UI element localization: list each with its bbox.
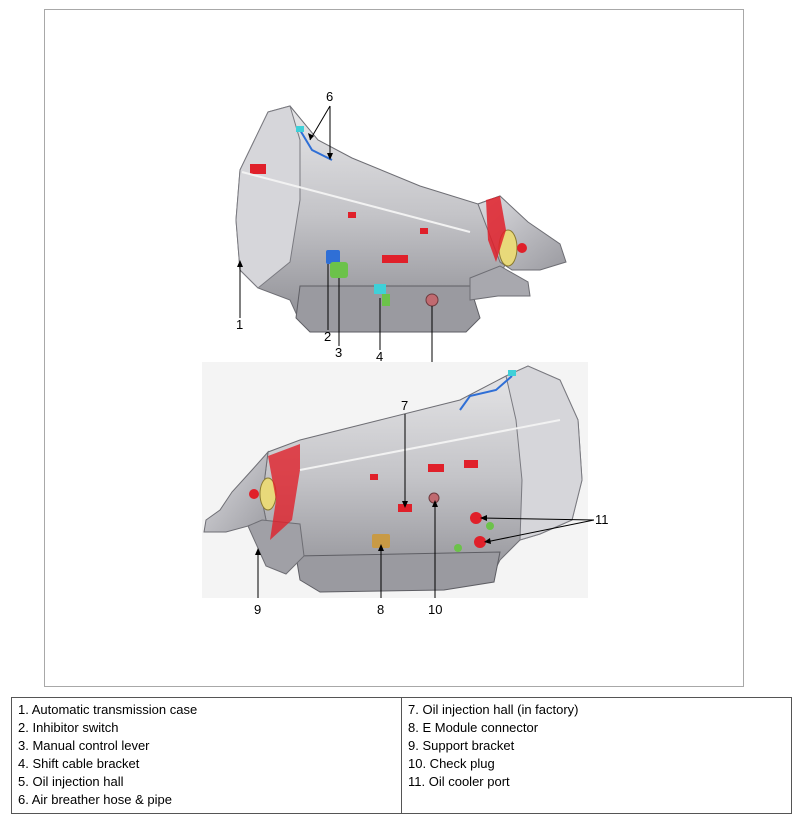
callout-leaders-top [239,105,433,362]
callout-4: 4 [376,349,383,364]
air-breather-cap [296,126,304,132]
callout-9: 9 [254,602,261,617]
check-plug [428,492,440,504]
legend-item: 8. E Module connector [408,720,539,735]
red-flange-edge [486,196,506,262]
bell-housing-top [235,105,301,289]
red-flange-edge [268,444,300,540]
callout-11: 11 [595,512,609,527]
legend-item: 9. Support bracket [408,738,515,753]
red-mark [250,164,266,174]
inhibitor-switch [326,250,340,264]
callout-arrowheads-bottom [255,500,491,555]
oil-pan-top [295,285,481,333]
legend-item: 6. Air breather hose & pipe [18,792,172,807]
output-shaft-bottom [249,489,259,499]
callout-6: 6 [326,89,333,104]
support-bracket [247,519,305,575]
legend-item: 3. Manual control lever [18,738,150,753]
callout-8: 8 [377,602,384,617]
shift-cable-bracket-green [382,294,390,306]
manual-control-lever [330,262,348,278]
legend-column-right: 7. Oil injection hall (in factory) 8. E … [401,698,791,813]
output-shaft-top [517,243,527,253]
red-mark [428,464,444,472]
transmission-top-view: 1 2 3 4 5 6 [235,89,567,376]
air-breather-hose [299,129,333,161]
air-breather-cap-bottom [508,370,516,376]
red-mark [370,474,378,480]
callout-7: 7 [401,398,408,413]
case-seam [241,171,471,233]
red-mark [348,212,356,218]
callout-arrowheads-top [237,133,333,267]
legend-column-left: 1. Automatic transmission case 2. Inhibi… [12,698,401,813]
air-breather-hose-bottom [459,375,513,411]
legend-item: 1. Automatic transmission case [18,702,198,717]
legend-table: 1. Automatic transmission case 2. Inhibi… [11,697,792,814]
e-module-connector [372,534,390,548]
callout-3: 3 [335,345,342,360]
red-mark [420,228,428,234]
callout-10: 10 [428,602,442,617]
legend-item: 5. Oil injection hall [18,774,124,789]
transmission-bottom-view: 7 8 9 10 11 [202,362,609,617]
oil-cooler-port [470,512,482,524]
callout-2: 2 [324,329,331,344]
case-seam [299,419,561,471]
legend-item: 7. Oil injection hall (in factory) [408,702,579,717]
oil-injection-hall [425,293,439,307]
legend-item: 2. Inhibitor switch [18,720,119,735]
transmission-diagram: 1 2 3 4 5 6 [202,89,609,617]
oil-pan-bottom [295,551,501,593]
green-plug [486,522,494,530]
support-bracket-top [469,265,531,301]
oil-cooler-port [474,536,486,548]
callout-leaders-bottom [257,414,595,598]
legend-item: 10. Check plug [408,756,495,771]
green-plug [454,544,462,552]
red-mark [382,255,408,263]
red-mark [464,460,478,468]
legend-item: 4. Shift cable bracket [18,756,140,771]
shift-cable-bracket [374,284,386,294]
callout-1: 1 [236,317,243,332]
legend-item: 11. Oil cooler port [408,774,510,789]
